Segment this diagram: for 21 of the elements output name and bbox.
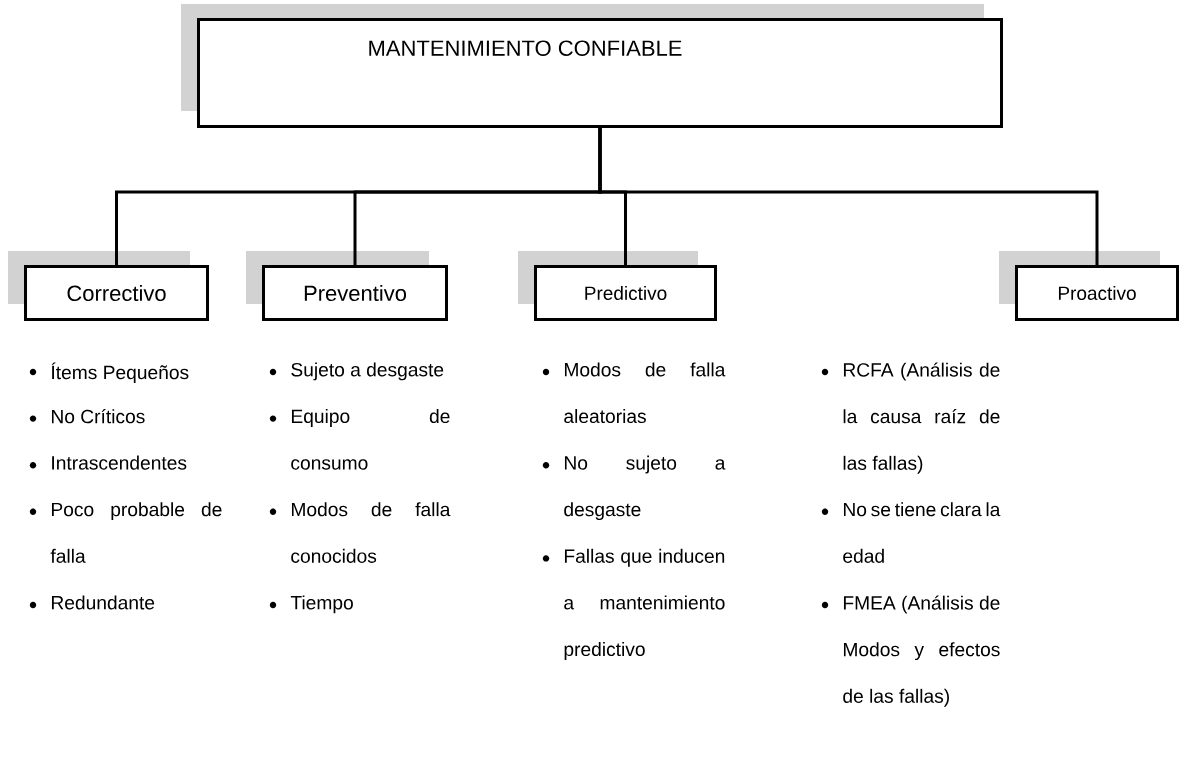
bullet-item: Modos de falla conocidos [269,502,451,563]
category-box: Preventivo [246,251,448,321]
bullet-item: No se tiene clara la edad [821,502,1001,563]
bullet-item: Ítems Pequeños [29,362,189,384]
category-box: Correctivo [8,251,209,321]
category-box: MANTENIMIENTO CONFIABLE [181,4,1003,128]
bullet-item: RCFA (Análisis de la causa raíz de las fallas) [821,362,1000,474]
bullet-item: Poco probable de falla [29,502,222,563]
category-box: Proactivo [999,251,1179,321]
bullet-item: Equipo de consumo [269,409,450,470]
bullet-item: Modos de falla aleatorias [542,362,726,424]
bullet-item: Intrascendentes [29,455,187,470]
category-box: Predictivo [518,251,717,321]
bullet-item: No Críticos [29,409,145,424]
bullet-item: Sujeto a desgaste [269,362,444,381]
bullet-item: Tiempo [269,595,353,614]
connector-line [598,128,1099,265]
bullet-item: Fallas que inducen a mantenimiento predictivo [542,548,725,660]
bullet-item: FMEA (Análisis de Modos y efectos de las fallas) [821,595,1000,707]
bullet-item: No sujeto a desgaste [542,455,726,521]
bullet-item: Redundante [29,595,155,610]
